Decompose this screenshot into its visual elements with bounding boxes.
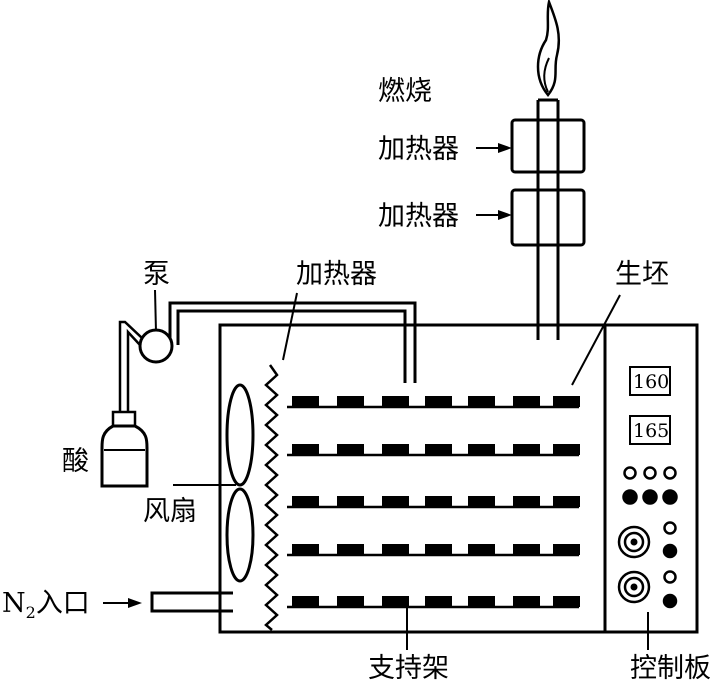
green-body-block xyxy=(292,496,319,507)
green-body-block xyxy=(553,544,580,555)
green-body-block xyxy=(292,396,319,407)
control-panel-label: 控制板 xyxy=(630,653,711,684)
green-body-block xyxy=(337,496,364,507)
n2-inlet-label: N2入口 xyxy=(2,588,90,622)
display-1-value: 160 xyxy=(633,371,669,393)
combustion-label: 燃烧 xyxy=(378,76,432,107)
display-2-value: 165 xyxy=(633,420,669,442)
green-body-block xyxy=(513,596,540,607)
panel-button-open xyxy=(663,570,677,584)
acid-label: 酸 xyxy=(62,446,89,477)
display-2 xyxy=(629,415,671,445)
green-body-block xyxy=(468,544,495,555)
panel-button-filled xyxy=(662,593,678,609)
heater-mid-arrow xyxy=(476,210,512,220)
pump-icon xyxy=(138,328,174,364)
panel-buttons xyxy=(622,466,678,609)
green-body-block xyxy=(425,544,452,555)
control-panel: 160 165 xyxy=(617,366,678,609)
panel-button-filled xyxy=(642,489,658,505)
green-body-block xyxy=(468,444,495,455)
green-body-block xyxy=(553,396,580,407)
green-body-label: 生坯 xyxy=(615,259,669,290)
panel-button-open xyxy=(643,466,657,480)
pump-label: 泵 xyxy=(143,259,170,290)
support-shelves xyxy=(287,396,580,609)
green-body-block xyxy=(292,596,319,607)
panel-button-open xyxy=(663,466,677,480)
panel-button-open xyxy=(623,466,637,480)
display-1 xyxy=(629,366,671,396)
green-body-block xyxy=(337,396,364,407)
green-body-block xyxy=(382,496,409,507)
green-body-block xyxy=(468,496,495,507)
acid-tube xyxy=(118,320,143,412)
dial-2-icon xyxy=(617,570,651,604)
heater-top-arrow xyxy=(476,143,512,153)
acid-feed-pipe xyxy=(168,301,417,383)
chimney-heater-bottom xyxy=(510,188,586,247)
fan-label: 风扇 xyxy=(143,496,197,527)
fan-icon xyxy=(225,383,255,583)
green-body-block xyxy=(468,596,495,607)
heater-top-label: 加热器 xyxy=(378,134,459,165)
acid-bottle-icon xyxy=(100,410,149,488)
green-body-block xyxy=(553,496,580,507)
green-body-block xyxy=(425,444,452,455)
green-body-leader xyxy=(571,294,621,386)
green-body-block xyxy=(425,496,452,507)
dial-1-icon xyxy=(617,525,651,559)
panel-button-filled xyxy=(662,489,678,505)
heater-inside-label: 加热器 xyxy=(296,259,377,290)
green-body-block xyxy=(337,544,364,555)
green-body-block xyxy=(292,444,319,455)
green-body-block xyxy=(382,396,409,407)
furnace-chamber xyxy=(218,323,699,634)
green-body-block xyxy=(425,596,452,607)
green-body-block xyxy=(382,444,409,455)
green-body-block xyxy=(382,544,409,555)
green-body-block xyxy=(513,396,540,407)
heater-mid-label: 加热器 xyxy=(378,201,459,232)
panel-button-open xyxy=(663,521,677,535)
panel-button-filled xyxy=(662,543,678,559)
support-frame-label: 支持架 xyxy=(368,653,449,684)
n2-inlet-pipe xyxy=(150,591,233,613)
green-body-block xyxy=(382,596,409,607)
green-body-block xyxy=(513,496,540,507)
panel-button-filled xyxy=(622,489,638,505)
green-body-block xyxy=(425,396,452,407)
green-body-block xyxy=(513,544,540,555)
green-body-block xyxy=(553,444,580,455)
green-body-block xyxy=(292,544,319,555)
green-body-block xyxy=(337,596,364,607)
green-body-block xyxy=(337,444,364,455)
flame-icon xyxy=(536,0,561,97)
green-body-block xyxy=(468,396,495,407)
chimney-heater-top xyxy=(510,118,586,174)
n2-inlet-arrow xyxy=(103,598,142,608)
green-body-block xyxy=(553,596,580,607)
heating-element xyxy=(264,364,279,631)
green-body-block xyxy=(513,444,540,455)
